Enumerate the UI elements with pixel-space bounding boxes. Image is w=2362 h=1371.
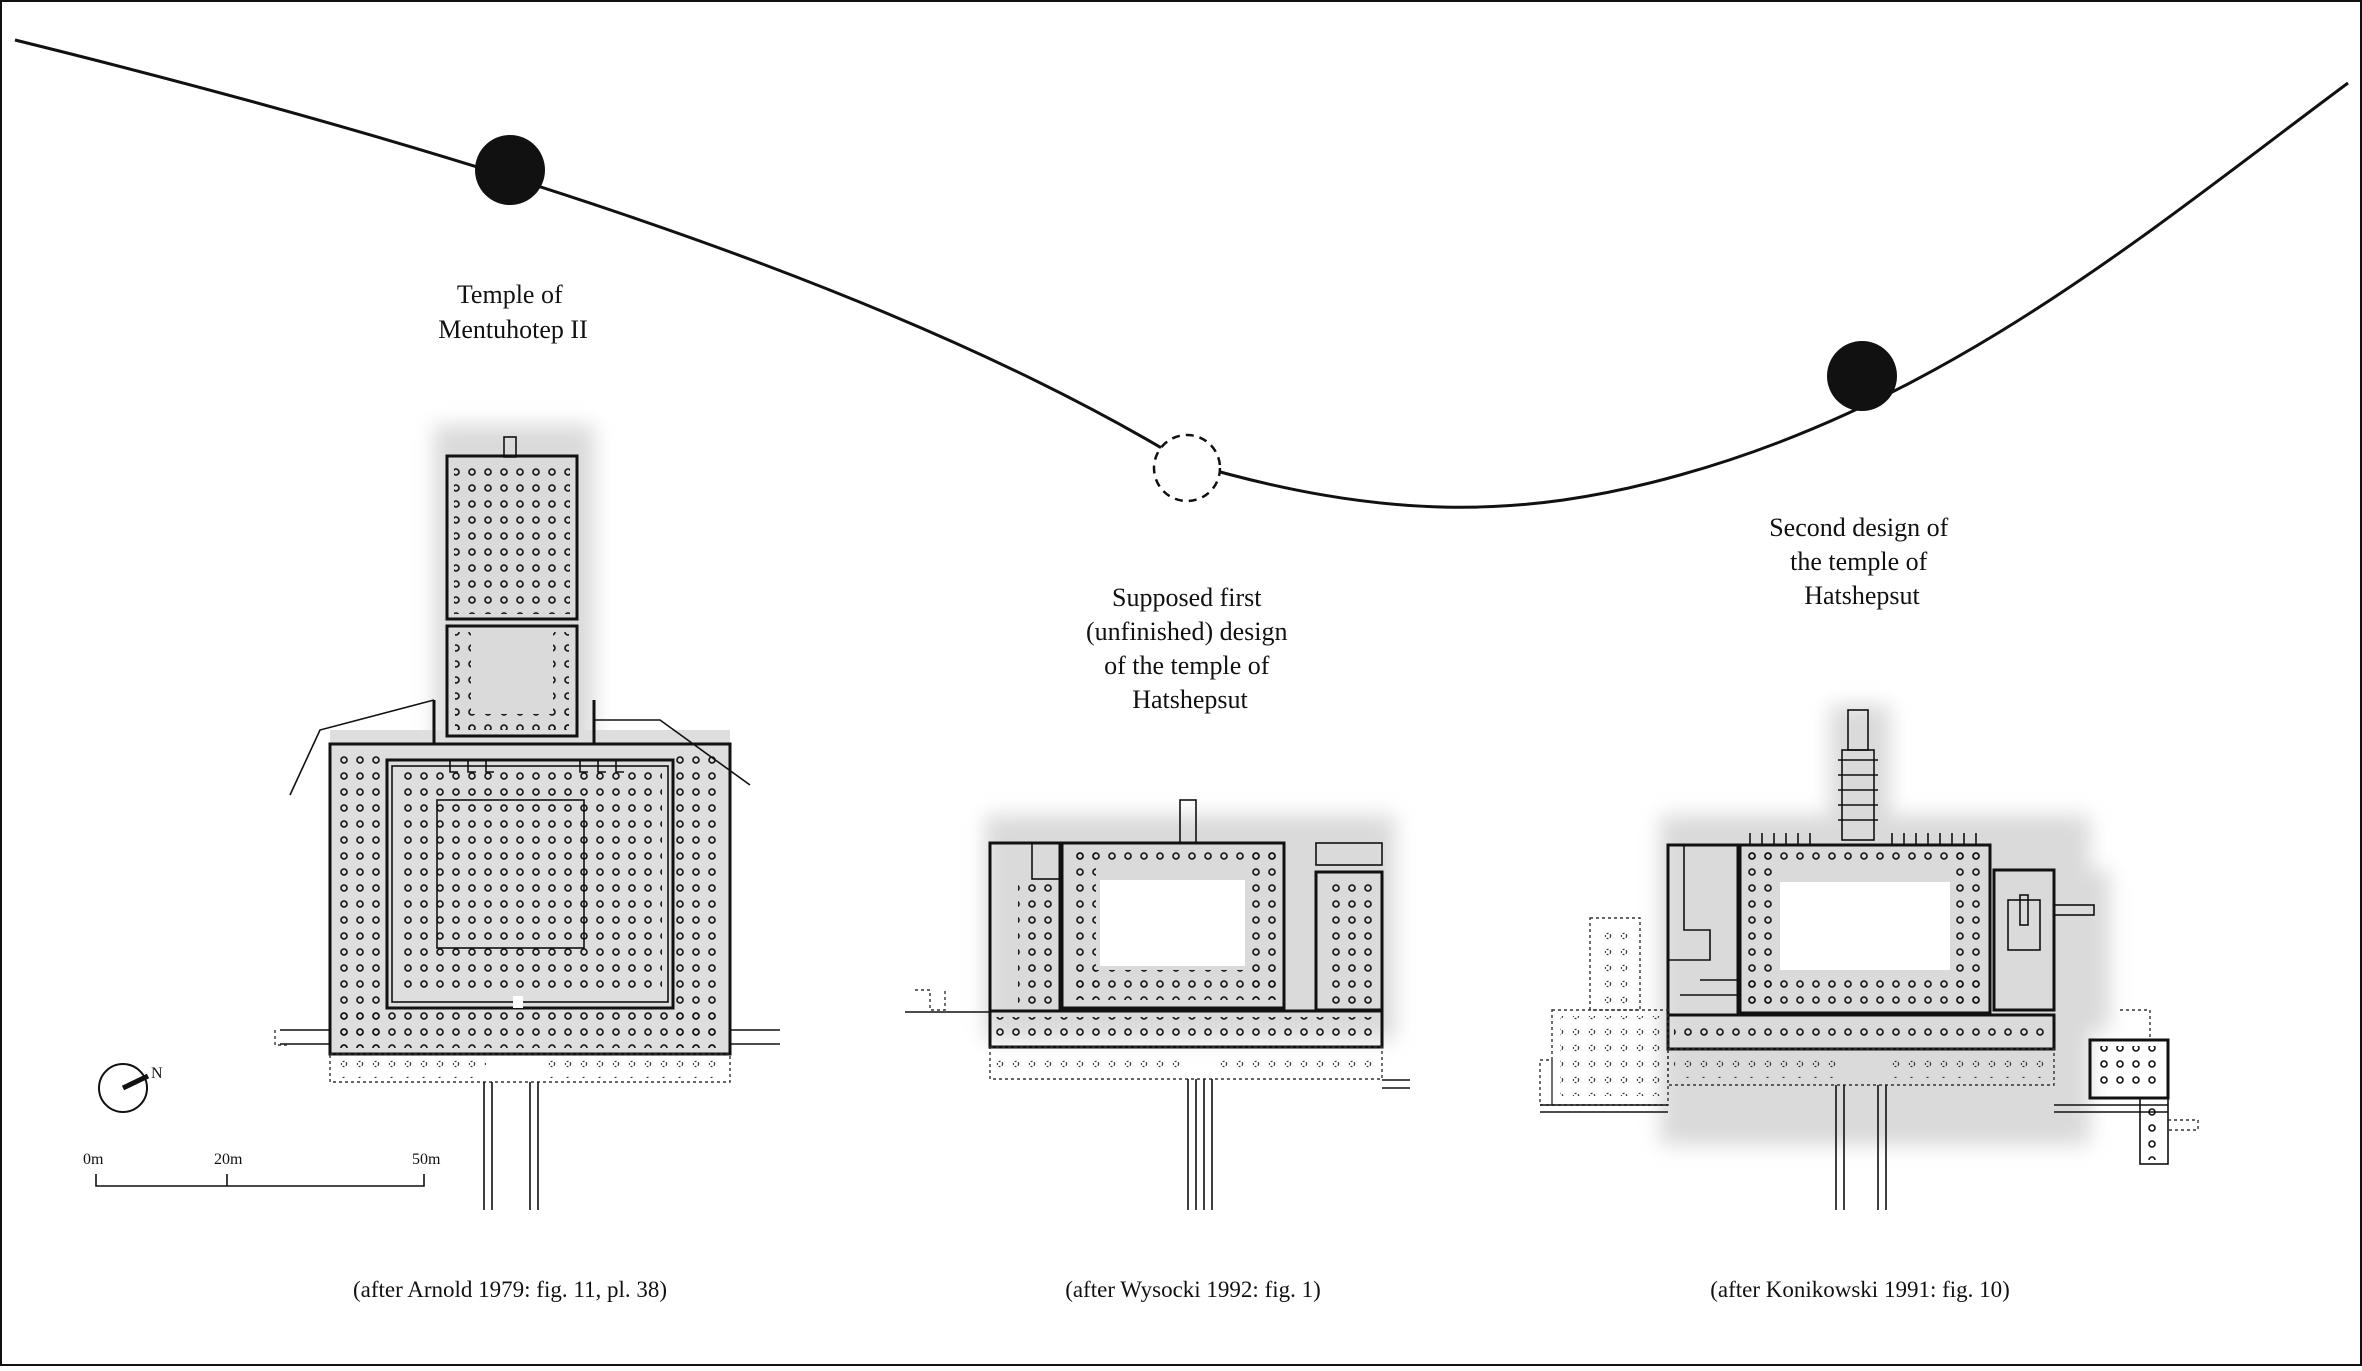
- scale-bar: 0m 20m 50m: [83, 1151, 441, 1187]
- plan-first-design: [905, 799, 1410, 1210]
- caption-konikowski: (after Konikowski 1991: fig. 10): [1710, 1277, 2010, 1302]
- scale-tick-0: 0m: [83, 1151, 104, 1168]
- marker-mentuhotep: [475, 135, 545, 205]
- label-first-design: Supposed first (unfinished) design of th…: [1086, 583, 1294, 714]
- marker-first-design: [1152, 433, 1222, 503]
- scale-tick-50: 50m: [412, 1151, 441, 1168]
- scale-tick-20: 20m: [214, 1151, 243, 1168]
- label-second-design: Second design of the temple of Hatshepsu…: [1769, 513, 1955, 610]
- north-arrow: N: [98, 1063, 163, 1113]
- label-mentuhotep: Temple of Mentuhotep II: [438, 280, 587, 344]
- north-label: N: [151, 1065, 163, 1082]
- caption-arnold: (after Arnold 1979: fig. 11, pl. 38): [353, 1277, 667, 1302]
- plan-second-design: [1539, 705, 2199, 1210]
- caption-wysocki: (after Wysocki 1992: fig. 1): [1065, 1277, 1321, 1302]
- marker-second-design: [1827, 341, 1897, 411]
- plan-mentuhotep: [274, 425, 780, 1210]
